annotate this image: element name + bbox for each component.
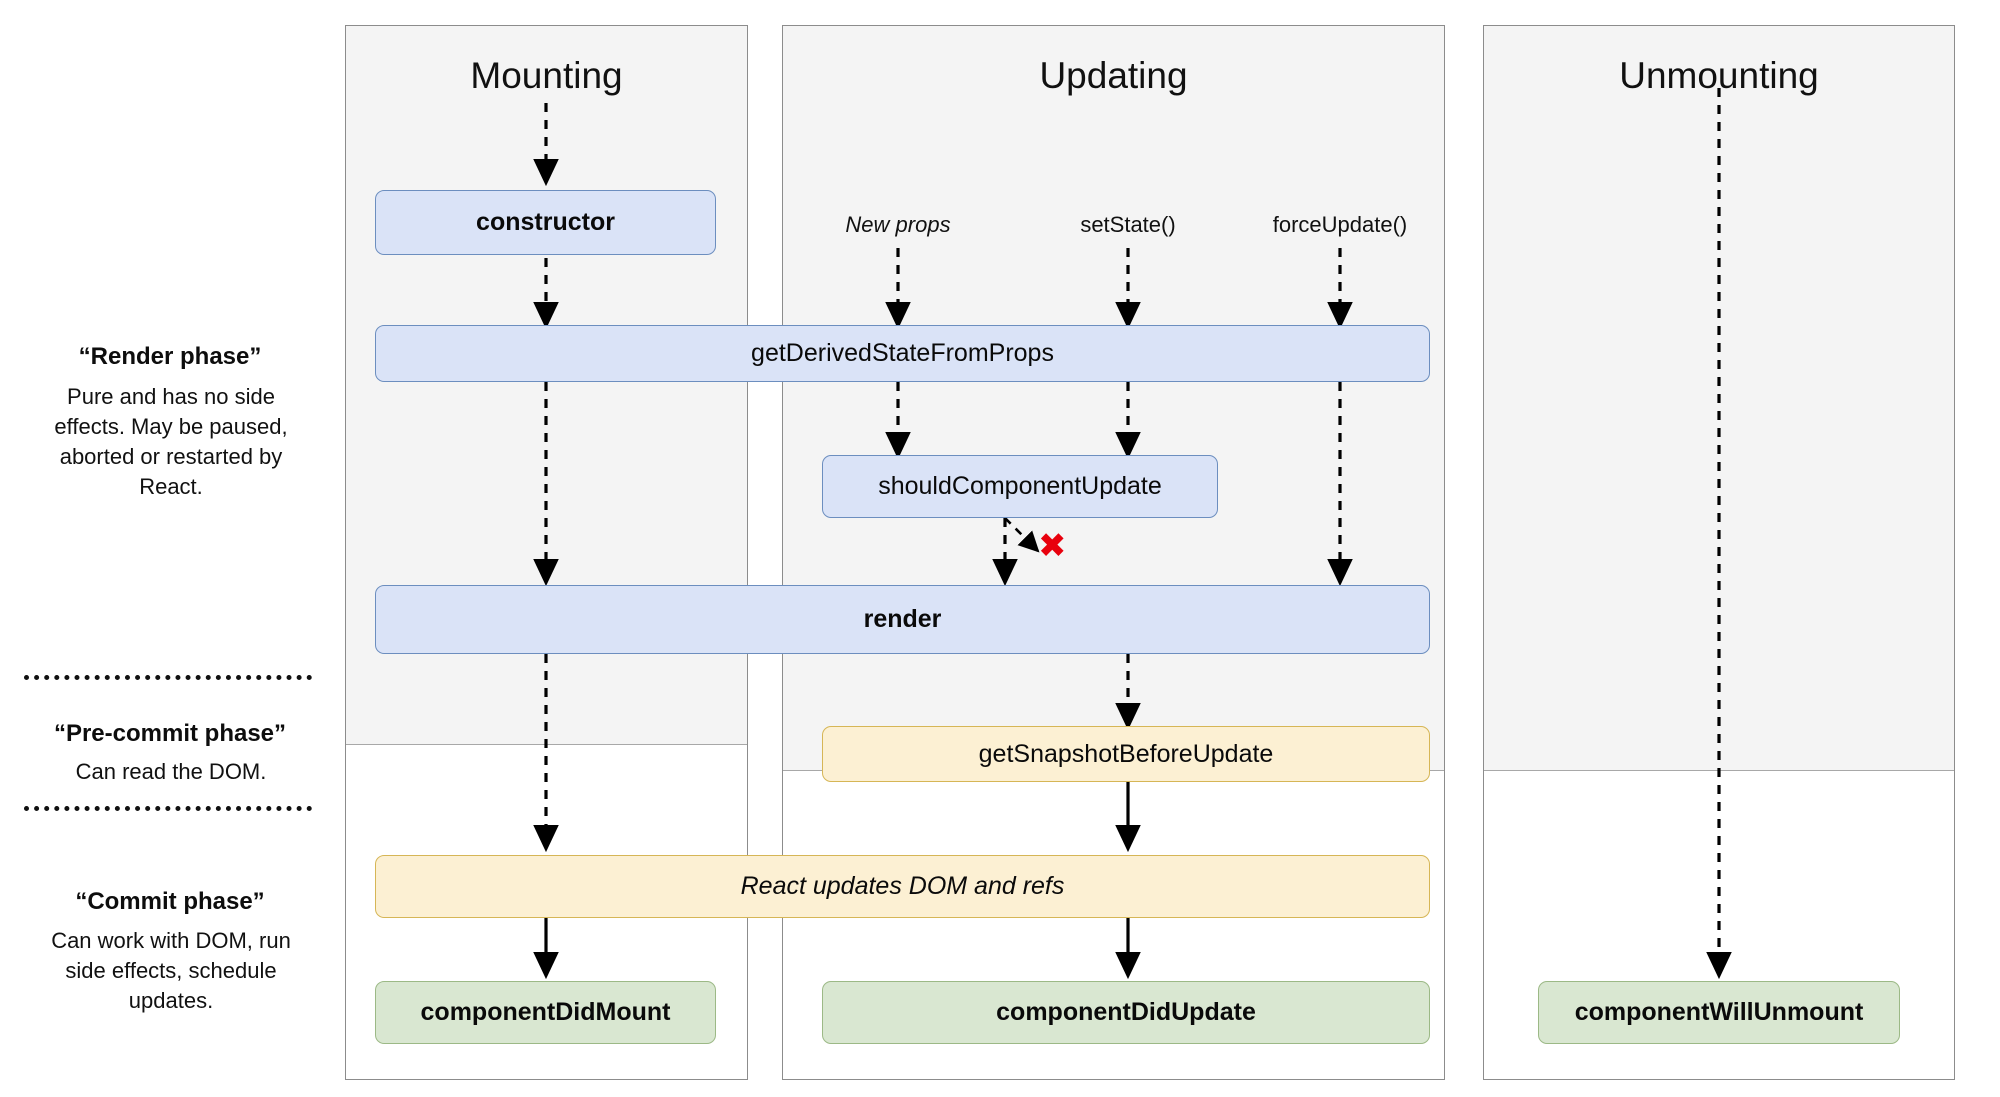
trigger-label-new-props: New props — [845, 212, 951, 237]
legend-body-render-phase: Pure and has no side effects. May be pau… — [54, 384, 288, 499]
trigger-label-set-state: setState() — [1080, 212, 1176, 237]
legend-title-render-phase: “Render phase” — [78, 343, 262, 370]
lifecycle-box-should-component-update[interactable]: shouldComponentUpdate — [822, 455, 1218, 518]
column-title-updating: Updating — [1039, 55, 1188, 96]
legend-body-commit-phase: Can work with DOM, run side effects, sch… — [51, 928, 291, 1013]
lifecycle-box-react-updates-dom-and-refs[interactable]: React updates DOM and refs — [375, 855, 1430, 918]
lifecycle-box-component-did-update[interactable]: componentDidUpdate — [822, 981, 1430, 1044]
lifecycle-box-render[interactable]: render — [375, 585, 1430, 654]
lifecycle-box-component-did-mount[interactable]: componentDidMount — [375, 981, 716, 1044]
skip-render-x-icon: ✖ — [1038, 527, 1067, 565]
lifecycle-box-get-derived-state-from-props[interactable]: getDerivedStateFromProps — [375, 325, 1430, 382]
lifecycle-box-constructor[interactable]: constructor — [375, 190, 716, 255]
lifecycle-box-component-will-unmount[interactable]: componentWillUnmount — [1538, 981, 1900, 1044]
legend-divider-bottom — [24, 806, 312, 811]
legend-body-pre-commit-phase: Can read the DOM. — [75, 759, 267, 784]
lifecycle-box-get-snapshot-before-update[interactable]: getSnapshotBeforeUpdate — [822, 726, 1430, 782]
trigger-label-force-update: forceUpdate() — [1272, 212, 1408, 237]
legend-title-pre-commit-phase: “Pre-commit phase” — [53, 720, 287, 747]
legend-divider-top — [24, 675, 312, 680]
legend-title-commit-phase: “Commit phase” — [75, 888, 265, 915]
column-title-mounting: Mounting — [470, 55, 623, 96]
